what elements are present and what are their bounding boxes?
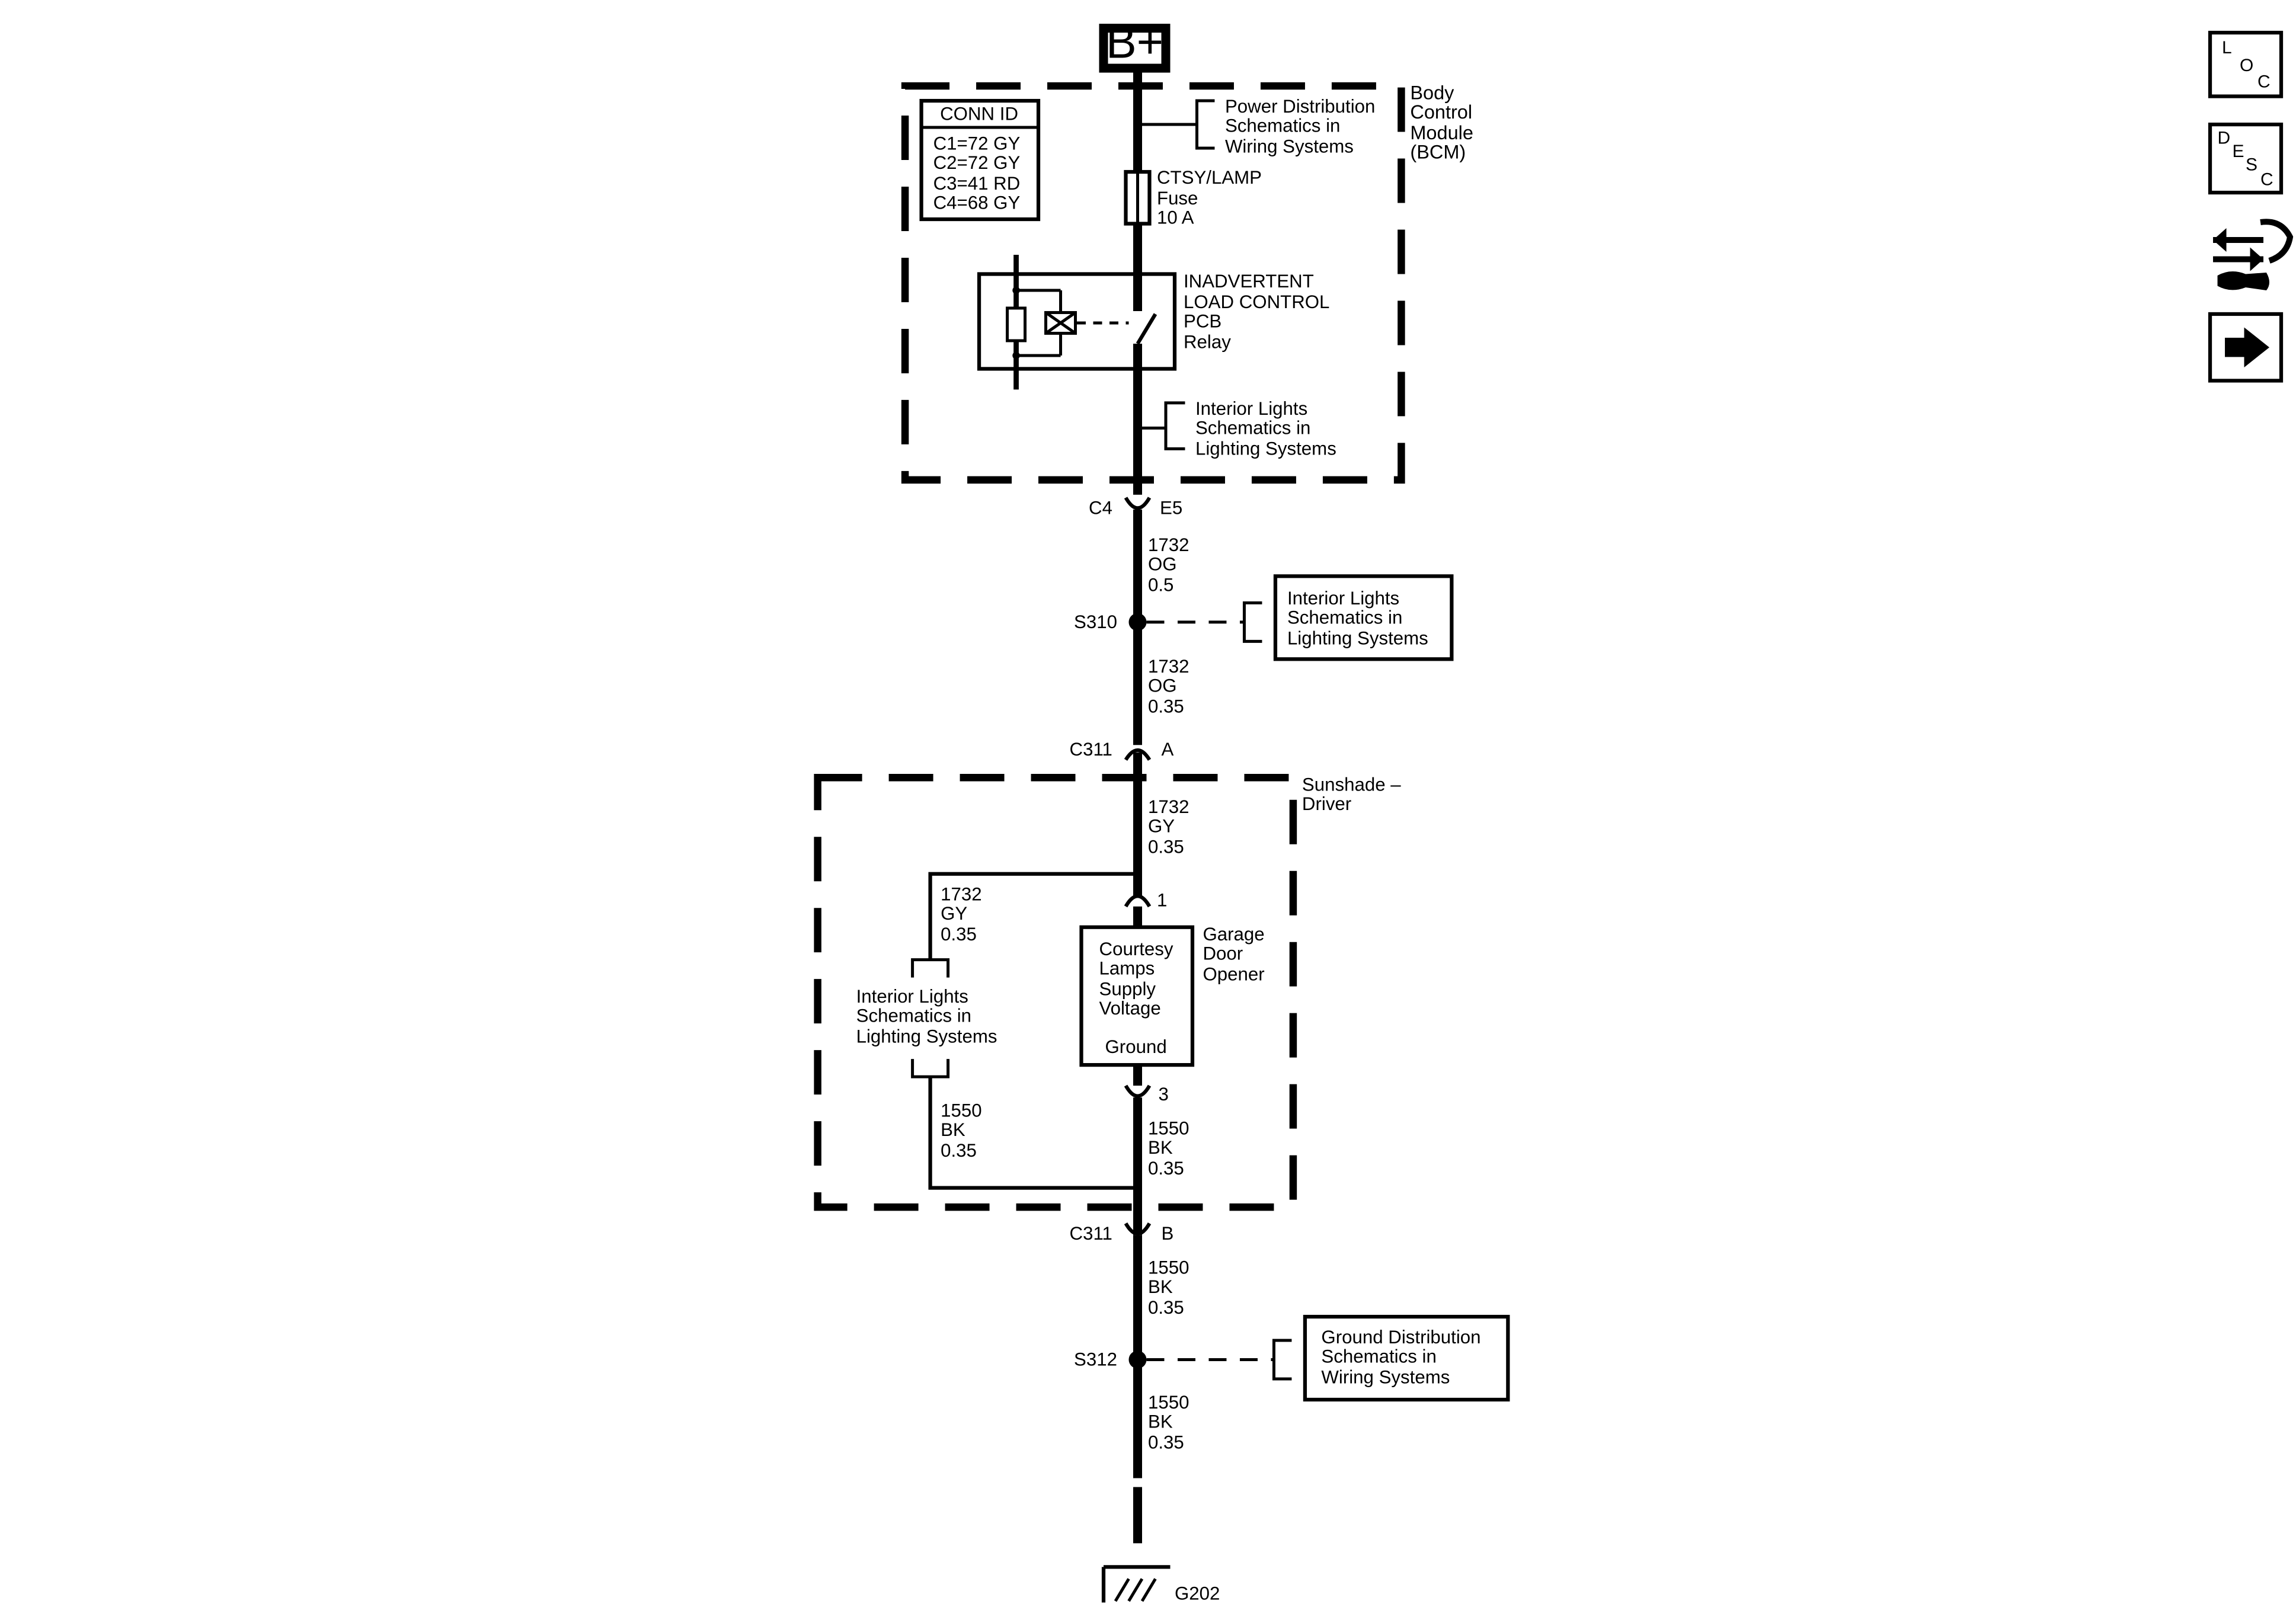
sunshade-interior-ref[interactable]: Interior Lights Schematics in Lighting S… <box>856 986 997 1046</box>
connector-pin-1 <box>1124 894 1152 908</box>
garage-door-opener-label: Garage Door Opener <box>1203 924 1269 984</box>
connector-c4 <box>1124 497 1152 510</box>
splice-s310 <box>1128 613 1147 631</box>
relay-switch <box>1136 313 1157 345</box>
conn-id-box <box>919 98 1041 222</box>
bcm-boundary <box>901 82 1405 484</box>
wire-1732-og-05: 1732 OG 0.5 <box>1148 534 1194 595</box>
svg-text:3: 3 <box>1158 1084 1168 1105</box>
wire-1732-og-035: 1732 OG 0.35 <box>1148 656 1194 716</box>
bcm-interior-ref[interactable]: Interior Lights Schematics in Lighting S… <box>1195 398 1336 459</box>
fuse-label: CTSY/LAMP Fuse 10 A <box>1157 167 1267 228</box>
connector-c311-a <box>1124 748 1152 761</box>
next-arrow-icon[interactable] <box>2208 312 2284 383</box>
svg-text:A: A <box>1161 739 1173 760</box>
ground-label: G202 <box>1175 1583 1220 1603</box>
loc-icon[interactable]: L O C <box>2208 30 2284 98</box>
b-plus-label: B+ <box>1106 17 1163 68</box>
wire-1550-bk-035-a: 1550 BK 0.35 <box>941 1100 987 1161</box>
wire-1550-bk-035-d: 1550 BK 0.35 <box>1148 1392 1194 1452</box>
courtesy-lamps-label: Courtesy Lamps Supply Voltage <box>1099 939 1179 1019</box>
wire-1732-gy-035-a: 1732 GY 0.35 <box>1148 796 1194 857</box>
sunshade-label: Sunshade – Driver <box>1302 774 1406 814</box>
svg-text:C311: C311 <box>1070 739 1112 760</box>
relay-diode <box>1006 306 1027 343</box>
svg-text:C4: C4 <box>1089 497 1112 518</box>
relay-label: INADVERTENT LOAD CONTROL PCB Relay <box>1184 271 1335 352</box>
svg-text:L: L <box>2222 38 2232 57</box>
svg-text:E5: E5 <box>1160 497 1182 518</box>
s312-ref-box[interactable] <box>1303 1314 1510 1402</box>
svg-text:C: C <box>2260 170 2273 190</box>
power-dist-ref[interactable]: Power Distribution Schematics in Wiring … <box>1225 96 1380 156</box>
s310-ref-box[interactable] <box>1273 574 1454 661</box>
svg-text:1: 1 <box>1157 890 1167 911</box>
s310-ref: Interior Lights Schematics in Lighting S… <box>1287 588 1428 648</box>
svg-text:O: O <box>2240 56 2253 75</box>
wire-1550-bk-035-b: 1550 BK 0.35 <box>1148 1118 1194 1179</box>
svg-text:E: E <box>2233 142 2244 161</box>
connector-pin-3 <box>1124 1084 1152 1098</box>
svg-text:S310: S310 <box>1074 612 1117 632</box>
conn-id-title: CONN ID <box>940 104 1018 124</box>
svg-text:B: B <box>1161 1223 1173 1244</box>
ground-symbol-g202 <box>1101 1565 1171 1603</box>
power-dist-bracket <box>1195 99 1215 150</box>
ground-pin-label: Ground <box>1105 1036 1167 1057</box>
wire-1732-gy-035-b: 1732 GY 0.35 <box>941 884 987 945</box>
svg-text:C311: C311 <box>1070 1223 1112 1244</box>
svg-text:C: C <box>2257 72 2271 92</box>
relay-box <box>977 272 1177 371</box>
splice-s312 <box>1128 1350 1147 1369</box>
wire-1550-bk-035-c: 1550 BK 0.35 <box>1148 1257 1194 1318</box>
desc-icon[interactable]: D E S C <box>2208 122 2284 195</box>
connector-c311-b <box>1124 1222 1152 1235</box>
svg-text:S312: S312 <box>1074 1349 1117 1370</box>
svg-text:S: S <box>2246 155 2257 175</box>
bcm-label: Body Control Module (BCM) <box>1410 82 1479 163</box>
sunshade-boundary <box>814 774 1297 1211</box>
conn-id-lines: C1=72 GY C2=72 GY C3=41 RD C4=68 GY <box>933 133 1025 213</box>
wrench-arrows-icon[interactable] <box>2213 219 2294 290</box>
s312-ref: Ground Distribution Schematics in Wiring… <box>1321 1327 1486 1387</box>
svg-text:D: D <box>2218 129 2231 148</box>
garage-door-opener <box>1079 925 1195 1067</box>
